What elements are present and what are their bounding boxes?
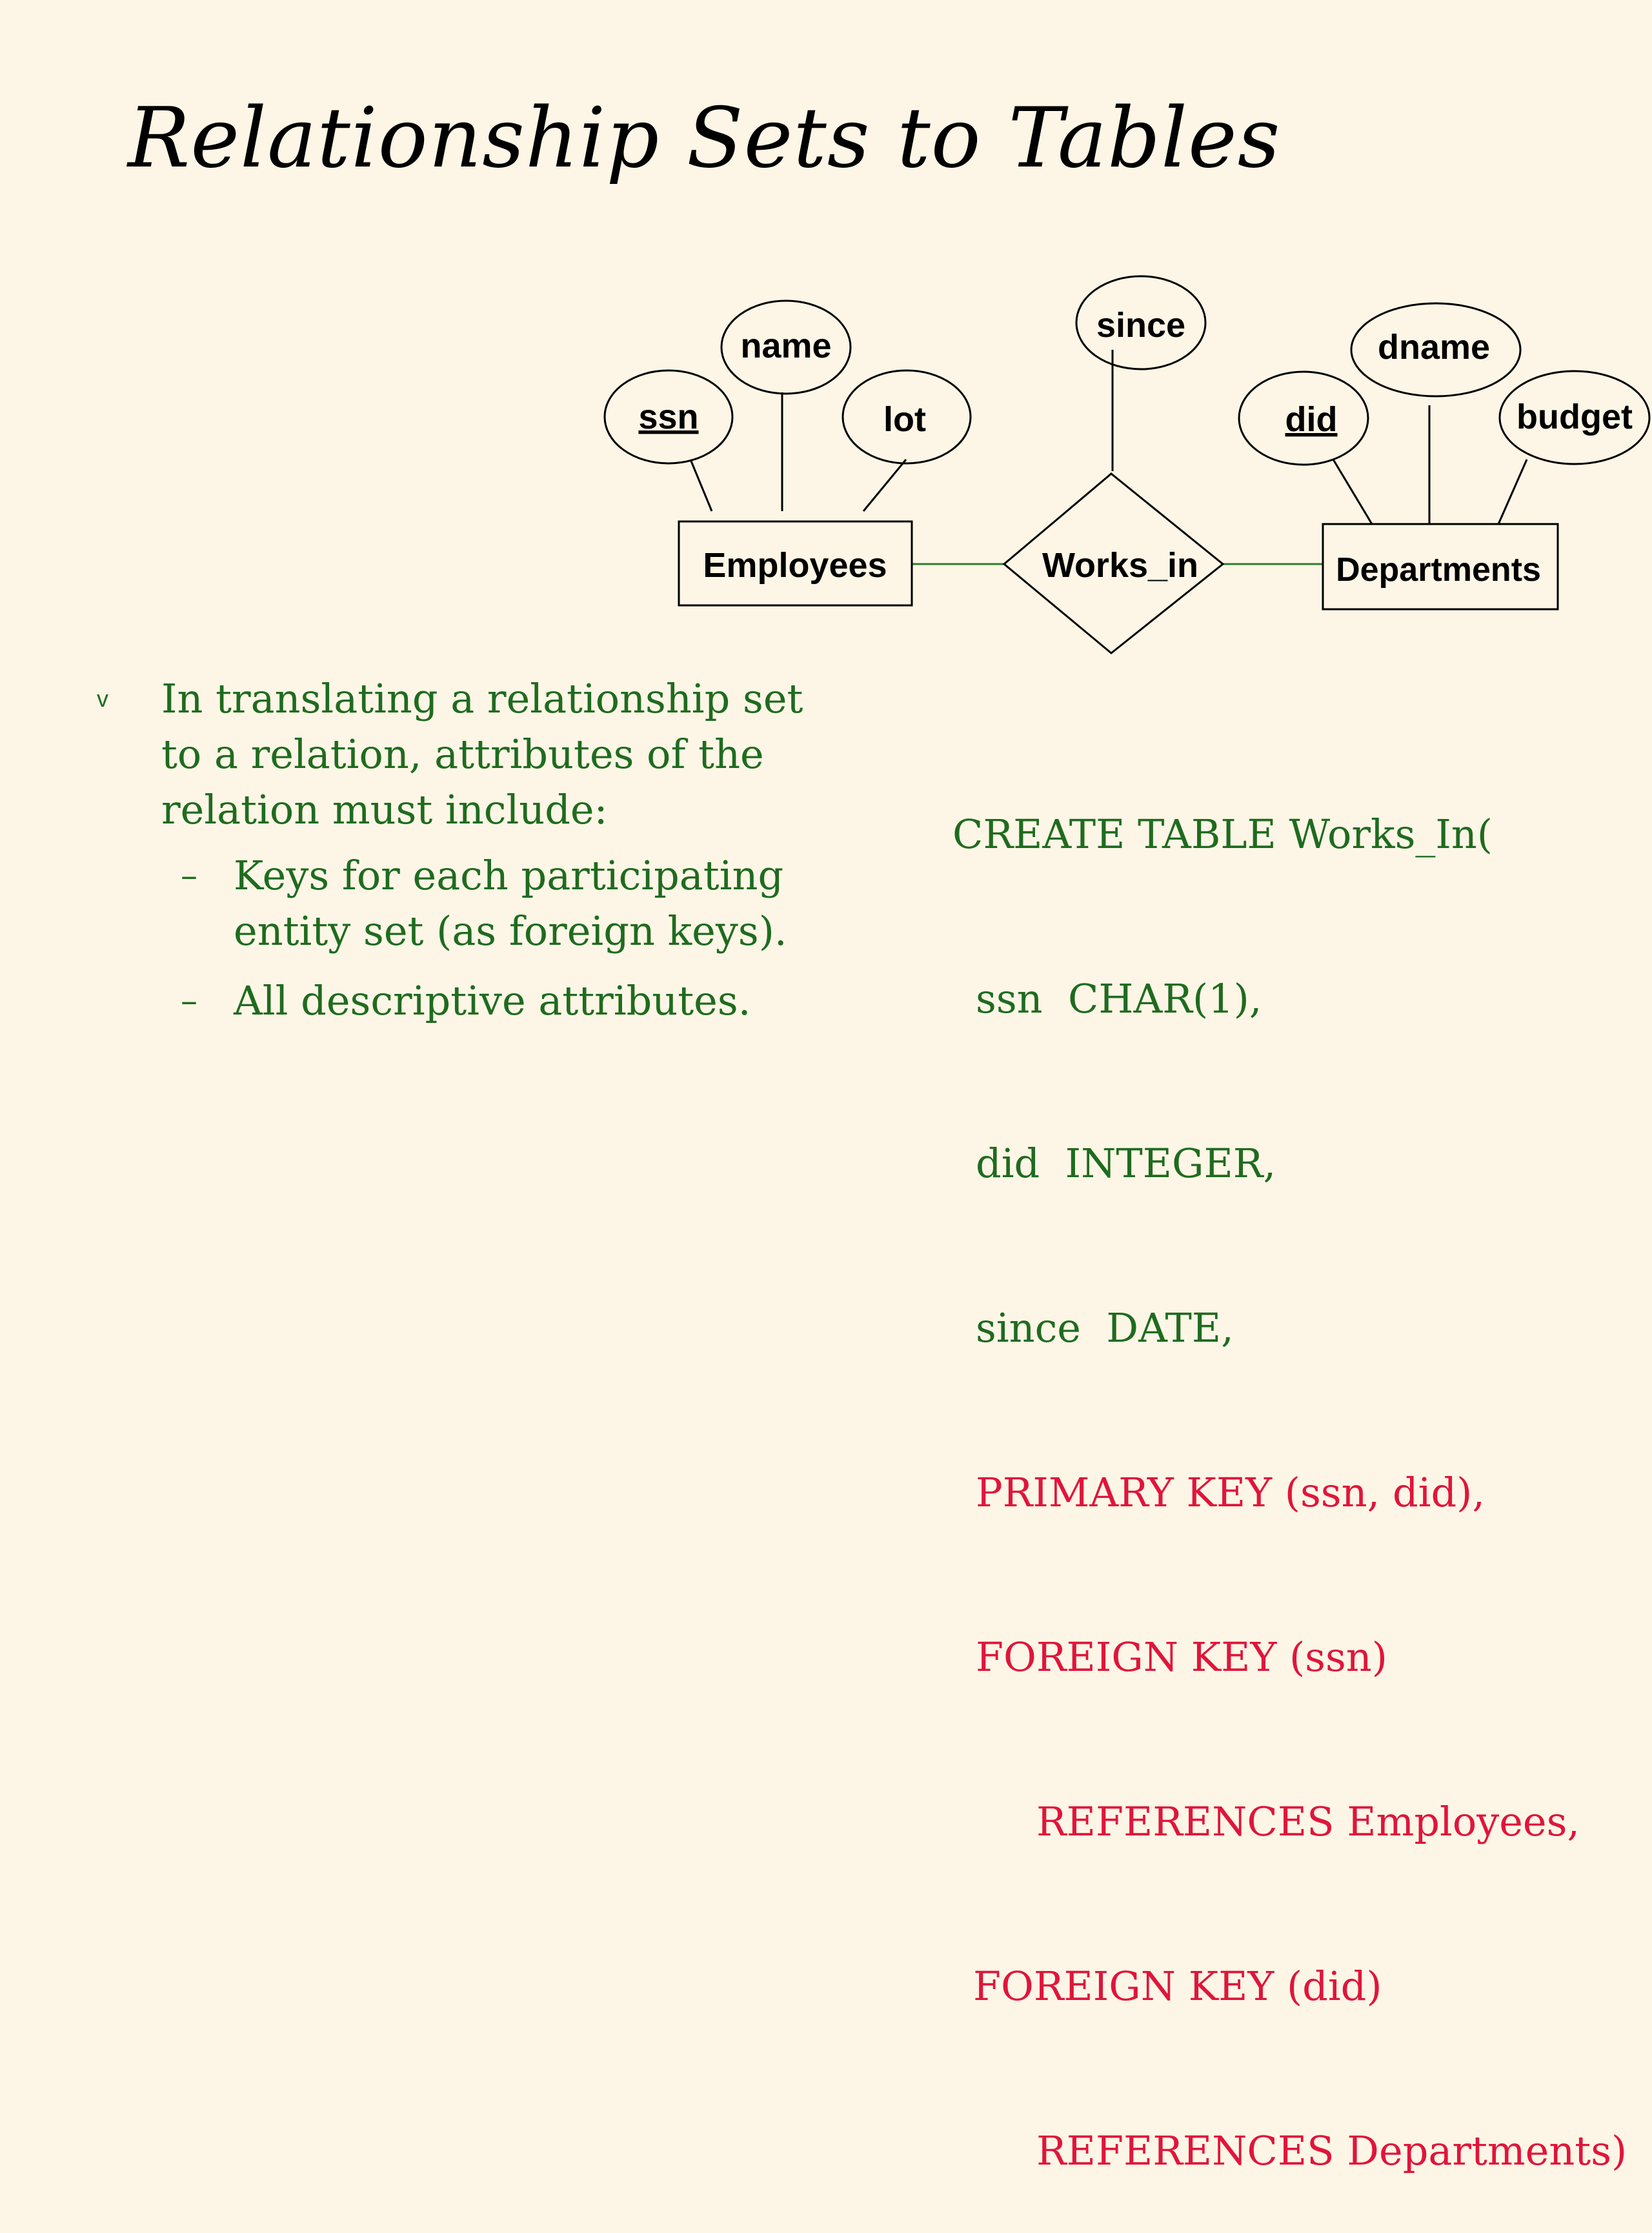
- lot-connector: [862, 459, 907, 512]
- bullet-list: v In translating a relationship set to a…: [97, 671, 891, 1043]
- sub-bullet-marker: –: [181, 982, 197, 1020]
- did-attribute-label: did: [1285, 400, 1338, 439]
- sql-foreign-key-did-line: FOREIGN KEY (did): [973, 1963, 1382, 2010]
- ssn-connector: [689, 459, 713, 512]
- sql-ssn-column-line: ssn CHAR(1),: [976, 975, 1262, 1022]
- sql-create-table-line: CREATE TABLE Works_In(: [952, 811, 1493, 858]
- sql-code-block: CREATE TABLE Works_In( ssn CHAR(1), did …: [952, 697, 1627, 2233]
- bullet-line: In translating a relationship set: [161, 675, 803, 722]
- budget-connector: [1497, 459, 1528, 525]
- dname-attribute-ellipse: [1350, 302, 1522, 398]
- sub-bullet-line: entity set (as foreign keys).: [234, 907, 787, 955]
- bullet-item: v In translating a relationship set to a…: [97, 671, 891, 838]
- sub-bullet-marker: –: [181, 856, 197, 895]
- bullet-marker: v: [97, 685, 108, 712]
- did-connector: [1332, 459, 1373, 525]
- dname-attribute-label: dname: [1378, 328, 1490, 367]
- lot-attribute-ellipse: [841, 369, 972, 465]
- did-attribute-ellipse: [1238, 370, 1369, 466]
- employees-entity-box: [678, 520, 913, 607]
- departments-entity-label: Departments: [1336, 551, 1541, 589]
- sql-primary-key-line: PRIMARY KEY (ssn, did),: [976, 1469, 1486, 1516]
- works-in-relationship-diamond: [1002, 472, 1225, 654]
- sql-since-column-line: since DATE,: [976, 1304, 1234, 1351]
- since-attribute-label: since: [1096, 306, 1185, 345]
- slide-title: Relationship Sets to Tables: [128, 90, 1281, 187]
- sub-bullet-item: – Keys for each participating entity set…: [97, 848, 891, 959]
- departments-entity-box: [1322, 523, 1559, 611]
- sub-bullet-line: Keys for each participating: [234, 852, 784, 899]
- sub-bullet-line: All descriptive attributes.: [234, 977, 751, 1024]
- ssn-attribute-label: ssn: [638, 398, 698, 436]
- name-attribute-ellipse: [720, 299, 852, 395]
- er-diagram: ssn name lot since did dname budget Empl…: [603, 275, 1651, 654]
- lot-attribute-label: lot: [883, 400, 926, 439]
- sql-references-employees-line: REFERENCES Employees,: [1036, 1798, 1580, 1845]
- budget-attribute-ellipse: [1498, 370, 1651, 465]
- employees-entity-label: Employees: [703, 546, 887, 585]
- works-in-relationship-label: Works_in: [1042, 546, 1198, 585]
- bullet-line: relation must include:: [161, 786, 608, 833]
- sub-bullet-item: – All descriptive attributes.: [97, 973, 891, 1029]
- sql-did-column-line: did INTEGER,: [976, 1140, 1276, 1187]
- since-attribute-ellipse: [1075, 275, 1207, 370]
- sub-bullet-list: – Keys for each participating entity set…: [97, 848, 891, 1029]
- ssn-attribute-ellipse: [603, 369, 734, 465]
- sql-references-departments-line: REFERENCES Departments): [1036, 2127, 1627, 2174]
- name-attribute-label: name: [740, 327, 831, 365]
- bullet-line: to a relation, attributes of the: [161, 731, 764, 778]
- budget-attribute-label: budget: [1516, 398, 1633, 436]
- sql-foreign-key-ssn-line: FOREIGN KEY (ssn): [976, 1633, 1387, 1681]
